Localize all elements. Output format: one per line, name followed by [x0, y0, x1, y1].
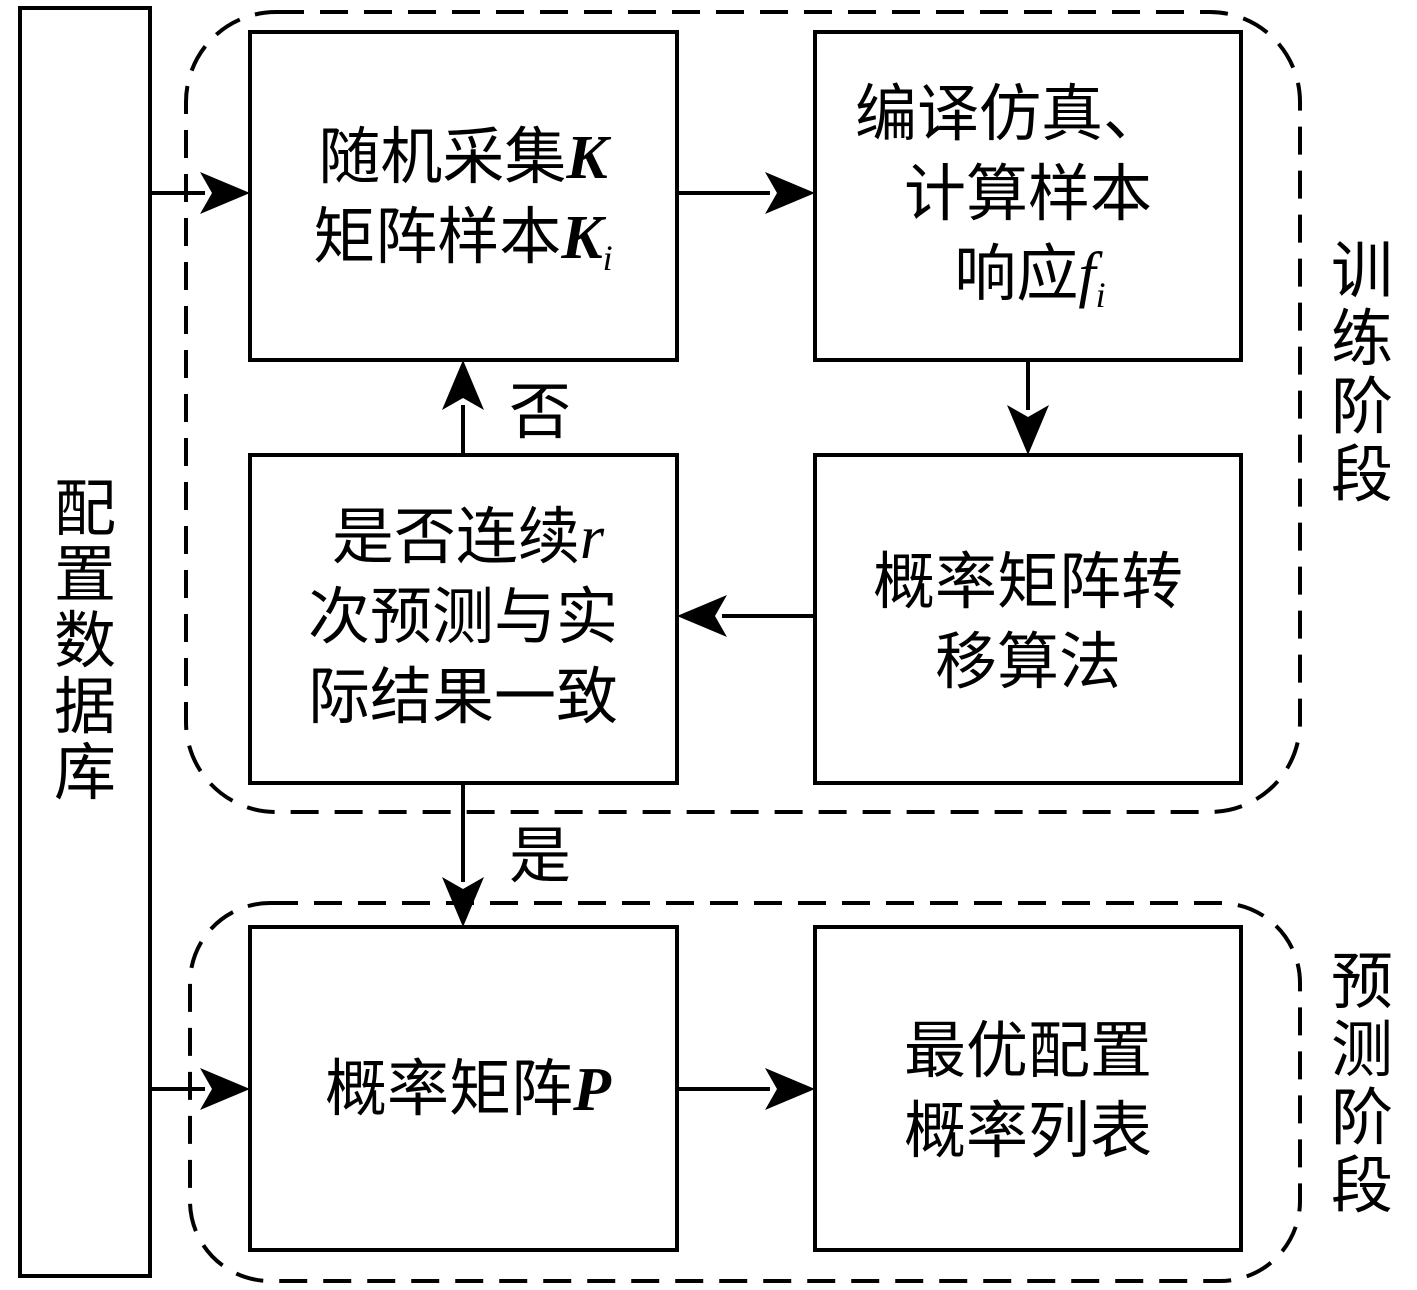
svg-text:矩阵样本Ki: 矩阵样本Ki: [313, 200, 612, 278]
matrix-box-line1-symbol: P: [572, 1056, 612, 1124]
simulate-box-line2: 计算样本: [904, 157, 1152, 230]
transfer-box: 概率矩阵转 移算法: [813, 453, 1243, 785]
training-stage-char-1: 训: [1331, 234, 1393, 307]
result-box-line1: 最优配置: [904, 1014, 1152, 1087]
check-to-sample-arrow: [442, 360, 484, 455]
db-to-matrix-arrow: [150, 1068, 250, 1110]
sample-box: 随机采集K 矩阵样本Ki: [248, 30, 679, 362]
config-database-char-5: 库: [54, 736, 116, 809]
transfer-box-line2: 移算法: [935, 625, 1121, 698]
matrix-box: 概率矩阵P: [248, 925, 679, 1252]
sample-box-line1: 随机采集: [318, 120, 566, 193]
check-to-matrix-arrow: [442, 783, 484, 927]
db-to-sample-arrow: [150, 172, 250, 214]
no-label: 否: [509, 375, 571, 448]
config-database-char-2: 置: [54, 538, 116, 611]
config-database-char-3: 数: [54, 604, 116, 677]
prediction-stage-char-2: 测: [1331, 1013, 1393, 1086]
training-stage-char-4: 段: [1331, 438, 1393, 511]
prediction-stage-region: [188, 901, 1302, 1283]
config-database-char-1: 配: [54, 472, 116, 545]
svg-text:概率矩阵P: 概率矩阵P: [325, 1052, 612, 1125]
result-box: 最优配置 概率列表: [813, 925, 1243, 1252]
config-database-char-4: 据: [54, 670, 116, 743]
check-box-line2: 次预测与实: [308, 580, 618, 653]
sample-box-line2-subscript: i: [603, 238, 613, 278]
matrix-box-line1: 概率矩阵: [325, 1052, 573, 1125]
training-stage-char-2: 练: [1331, 302, 1393, 375]
svg-text:是否连续r: 是否连续r: [332, 500, 605, 573]
svg-text:响应fi: 响应fi: [954, 237, 1105, 315]
sample-box-line1-symbol: K: [565, 124, 611, 192]
yes-label: 是: [509, 819, 571, 892]
sample-to-simulate-arrow: [677, 172, 815, 214]
transfer-box-line1: 概率矩阵转: [873, 545, 1183, 618]
config-database: [18, 6, 152, 1278]
sample-box-line2-symbol: K: [560, 204, 606, 272]
simulate-box-line3-subscript: i: [1096, 275, 1106, 315]
transfer-to-check-arrow: [677, 595, 815, 637]
matrix-to-result-arrow: [677, 1068, 815, 1110]
result-box-line2: 概率列表: [904, 1094, 1152, 1167]
simulate-box-line3: 响应: [954, 237, 1078, 310]
sample-box-line2: 矩阵样本: [313, 200, 561, 273]
prediction-stage-char-3: 阶: [1331, 1081, 1393, 1154]
check-box-line1: 是否连续: [332, 500, 580, 573]
simulate-to-transfer-arrow: [1007, 360, 1049, 455]
simulate-box-line1: 编译仿真、: [855, 77, 1165, 150]
prediction-stage-char-4: 段: [1331, 1149, 1393, 1222]
training-stage-region: [184, 10, 1302, 814]
prediction-stage-char-1: 预: [1331, 945, 1393, 1018]
simulate-box: 编译仿真、 计算样本 响应fi: [813, 30, 1243, 362]
check-box-line1-symbol: r: [580, 504, 605, 572]
check-box-line3: 际结果一致: [308, 660, 618, 733]
svg-text:随机采集K: 随机采集K: [318, 120, 611, 193]
training-stage-char-3: 阶: [1331, 370, 1393, 443]
check-box: 是否连续r 次预测与实 际结果一致: [248, 453, 679, 785]
